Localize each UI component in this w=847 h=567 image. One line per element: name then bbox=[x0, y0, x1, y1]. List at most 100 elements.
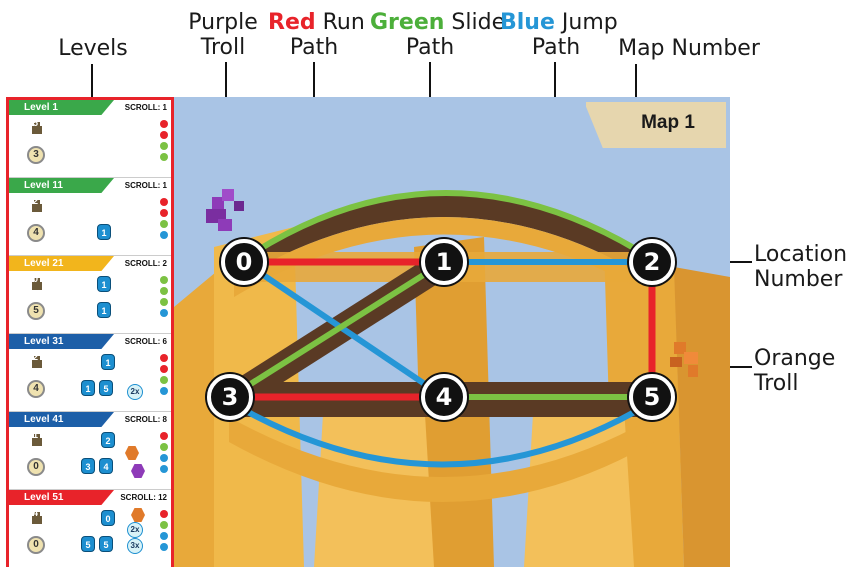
path-dot bbox=[160, 521, 168, 529]
path-dot bbox=[160, 454, 168, 462]
path-color-dots bbox=[160, 276, 168, 320]
level-card: Level 31 SCROLL: 6 2 4 1152x bbox=[9, 334, 171, 412]
path-dot bbox=[160, 131, 168, 139]
path-dot bbox=[160, 209, 168, 217]
path-dot bbox=[160, 287, 168, 295]
level-name: Level 21 bbox=[9, 256, 114, 271]
coin-count: 4 bbox=[27, 380, 45, 398]
level-scroll: SCROLL: 8 bbox=[125, 412, 167, 427]
path-color-dots bbox=[160, 432, 168, 476]
orange-troll-callout: Orange Troll bbox=[754, 346, 834, 396]
troll-count: 5 bbox=[33, 118, 38, 128]
path-dot bbox=[160, 365, 168, 373]
path-dot bbox=[160, 309, 168, 317]
blue-tile: 5 bbox=[99, 380, 113, 396]
path-dot bbox=[160, 543, 168, 551]
purple-troll bbox=[206, 189, 244, 231]
blue-path-rest: Jump bbox=[562, 10, 618, 35]
path-dot bbox=[160, 510, 168, 518]
location-node-4: 4 bbox=[421, 374, 467, 420]
location-node-5: 5 bbox=[629, 374, 675, 420]
level-header: Level 1 SCROLL: 1 bbox=[9, 100, 171, 115]
level-header: Level 51 SCROLL: 12 bbox=[9, 490, 171, 505]
levels-panel: Level 1 SCROLL: 1 5 3 Level 11 SCROLL: 1… bbox=[6, 97, 174, 567]
location-number-line1: Location bbox=[754, 242, 844, 267]
map-illustration: 0 1 2 3 4 5 bbox=[174, 97, 730, 567]
path-color-dots bbox=[160, 198, 168, 242]
blue-tile: 4 bbox=[99, 458, 113, 474]
path-color-dots bbox=[160, 354, 168, 398]
levels-callout-line bbox=[91, 64, 93, 98]
path-dot bbox=[160, 376, 168, 384]
orange-troll-hex-icon bbox=[131, 508, 145, 522]
path-dot bbox=[160, 354, 168, 362]
coin-count: 3 bbox=[27, 146, 45, 164]
level-scroll: SCROLL: 6 bbox=[125, 334, 167, 349]
red-path-line2: Path bbox=[268, 35, 360, 60]
path-dot bbox=[160, 153, 168, 161]
blue-path-callout: Blue Jump Path bbox=[500, 10, 612, 60]
path-dot bbox=[160, 298, 168, 306]
map-scene bbox=[174, 97, 730, 567]
map-number-label: Map 1 bbox=[618, 112, 718, 134]
path-color-dots bbox=[160, 120, 168, 164]
path-dot bbox=[160, 387, 168, 395]
level-header: Level 21 SCROLL: 2 bbox=[9, 256, 171, 271]
purple-troll-callout-line1: Purple bbox=[188, 10, 258, 35]
location-node-0: 0 bbox=[221, 239, 267, 285]
blue-tile: 0 bbox=[101, 510, 115, 526]
level-scroll: SCROLL: 1 bbox=[125, 100, 167, 115]
blue-tile: 5 bbox=[99, 536, 113, 552]
level-header: Level 31 SCROLL: 6 bbox=[9, 334, 171, 349]
level-card: Level 1 SCROLL: 1 5 3 bbox=[9, 100, 171, 178]
location-node-1: 1 bbox=[421, 239, 467, 285]
blue-tile: 1 bbox=[97, 302, 111, 318]
troll-count: 0 bbox=[33, 274, 38, 284]
blue-tile: 5 bbox=[81, 536, 95, 552]
troll-count: 2 bbox=[33, 196, 38, 206]
path-dot bbox=[160, 443, 168, 451]
red-path-rest: Run bbox=[323, 10, 365, 35]
blue-path-color-word: Blue bbox=[500, 10, 555, 35]
path-dot bbox=[160, 120, 168, 128]
location-node-2: 2 bbox=[629, 239, 675, 285]
green-path-callout: Green Slide Path bbox=[370, 10, 490, 60]
level-scroll: SCROLL: 2 bbox=[125, 256, 167, 271]
multiplier-badge: 3x bbox=[127, 538, 143, 554]
purple-troll-callout: Purple Troll bbox=[188, 10, 258, 60]
path-dot bbox=[160, 276, 168, 284]
orange-troll-hex-icon bbox=[125, 446, 139, 460]
path-dot bbox=[160, 465, 168, 473]
level-name: Level 1 bbox=[9, 100, 114, 115]
blue-tile: 1 bbox=[97, 224, 111, 240]
blue-tile: 1 bbox=[97, 276, 111, 292]
blue-tile: 1 bbox=[81, 380, 95, 396]
level-scroll: SCROLL: 12 bbox=[120, 490, 167, 505]
level-name: Level 11 bbox=[9, 178, 114, 193]
path-dot bbox=[160, 231, 168, 239]
blue-tile: 2 bbox=[101, 432, 115, 448]
path-dot bbox=[160, 142, 168, 150]
purple-troll-hex-icon bbox=[131, 464, 145, 478]
map-number-callout: Map Number bbox=[614, 36, 764, 61]
level-name: Level 51 bbox=[9, 490, 114, 505]
troll-count: 4 bbox=[33, 508, 38, 518]
path-color-dots bbox=[160, 510, 168, 554]
coin-count: 0 bbox=[27, 536, 45, 554]
path-dot bbox=[160, 198, 168, 206]
purple-troll-callout-line2: Troll bbox=[188, 35, 258, 60]
blue-path-line2: Path bbox=[500, 35, 612, 60]
troll-count: 1 bbox=[33, 430, 38, 440]
blue-tile: 1 bbox=[101, 354, 115, 370]
path-dot bbox=[160, 532, 168, 540]
level-name: Level 31 bbox=[9, 334, 114, 349]
level-header: Level 41 SCROLL: 8 bbox=[9, 412, 171, 427]
location-number-line2: Number bbox=[754, 267, 844, 292]
level-name: Level 41 bbox=[9, 412, 114, 427]
levels-callout: Levels bbox=[58, 36, 128, 61]
level-header: Level 11 SCROLL: 1 bbox=[9, 178, 171, 193]
coin-count: 4 bbox=[27, 224, 45, 242]
red-path-callout: Red Run Path bbox=[268, 10, 360, 60]
